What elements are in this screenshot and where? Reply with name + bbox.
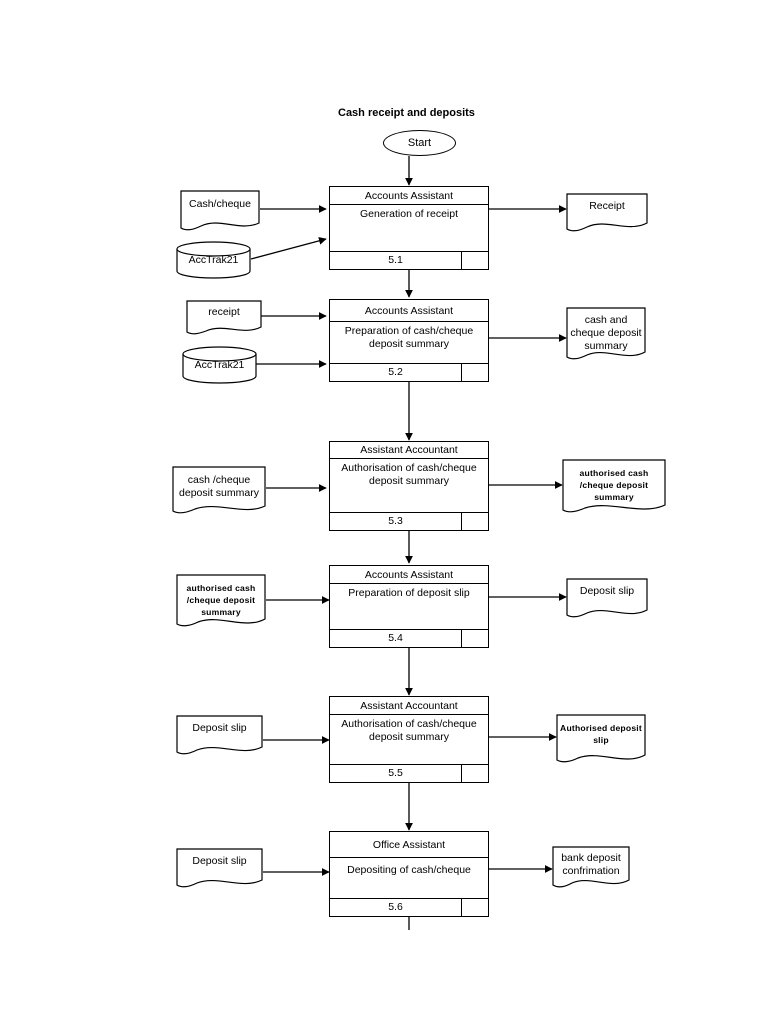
document-cash-cheque-summary-in[interactable]: cash /cheque deposit summary xyxy=(172,466,266,516)
process-5-3-id: 5.3 xyxy=(330,513,462,530)
diagram-title: Cash receipt and deposits xyxy=(338,107,475,119)
process-5-6-footer: 5.6 xyxy=(330,898,488,916)
datastore-acctrak21-2[interactable]: AccTrak21 xyxy=(182,346,257,384)
document-cash-cheque-label: Cash/cheque xyxy=(189,198,251,210)
document-deposit-slip-in-55-label: Deposit slip xyxy=(192,722,247,734)
datastore-acctrak21-1[interactable]: AccTrak21 xyxy=(176,241,251,279)
process-5-2-activity: Preparation of cash/cheque deposit summa… xyxy=(330,322,488,363)
process-5-1-footer: 5.1 xyxy=(330,251,488,269)
document-bank-deposit-confirmation-label: bank deposit confrimation xyxy=(552,852,630,878)
doc-line-1: Authorised deposit xyxy=(560,723,642,733)
document-receipt-out[interactable]: Receipt xyxy=(566,193,648,233)
document-authorised-summary-in-label: authorised cash /cheque deposit summary xyxy=(176,582,266,618)
process-5-1-activity-line: Generation of receipt xyxy=(359,208,459,220)
document-receipt-in[interactable]: receipt xyxy=(186,300,262,336)
document-authorised-summary-out-label: authorised cash /cheque deposit summary xyxy=(562,467,666,503)
process-5-2-footer: 5.2 xyxy=(330,363,488,381)
document-authorised-deposit-slip-out-label: Authorised deposit slip xyxy=(556,722,646,746)
process-5-6-activity: Depositing of cash/cheque xyxy=(330,858,488,898)
process-5-4-footer: 5.4 xyxy=(330,629,488,647)
doc-line-3: summary xyxy=(594,492,634,502)
process-5-2-id: 5.2 xyxy=(330,364,462,381)
process-5-6-flag-cell xyxy=(462,899,488,916)
process-5-3-activity: Authorisation of cash/cheque deposit sum… xyxy=(330,459,488,512)
process-5-3-activity-line1: Authorisation of cash/cheque xyxy=(341,462,477,474)
doc-line-1: cash /cheque xyxy=(187,474,251,486)
process-5-4-id: 5.4 xyxy=(330,630,462,647)
process-5-5-footer: 5.5 xyxy=(330,764,488,782)
process-5-3-role: Assistant Accountant xyxy=(330,442,488,459)
doc-line-2: slip xyxy=(593,735,609,745)
process-5-5-activity-line2: deposit summary xyxy=(369,731,449,743)
process-5-5-id: 5.5 xyxy=(330,765,462,782)
document-authorised-summary-in[interactable]: authorised cash /cheque deposit summary xyxy=(176,574,266,630)
document-deposit-slip-out-54-label: Deposit slip xyxy=(579,585,635,597)
process-5-5-role: Assistant Accountant xyxy=(330,697,488,715)
process-5-6-role: Office Assistant xyxy=(330,832,488,858)
doc-line-2: cheque deposit xyxy=(570,327,642,339)
datastore-acctrak21-2-label: AccTrak21 xyxy=(194,359,245,371)
doc-line-3: summary xyxy=(584,340,628,352)
process-5-2[interactable]: Accounts Assistant Preparation of cash/c… xyxy=(329,299,489,382)
document-cash-cheque[interactable]: Cash/cheque xyxy=(180,190,260,232)
document-authorised-summary-out[interactable]: authorised cash /cheque deposit summary xyxy=(562,459,666,516)
process-5-4-activity: Preparation of deposit slip xyxy=(330,584,488,629)
process-5-4-role: Accounts Assistant xyxy=(330,566,488,584)
process-5-6-activity-line: Depositing of cash/cheque xyxy=(347,864,471,876)
process-5-5-activity-line1: Authorisation of cash/cheque xyxy=(341,718,477,730)
process-5-5[interactable]: Assistant Accountant Authorisation of ca… xyxy=(329,696,489,783)
process-5-3-footer: 5.3 xyxy=(330,512,488,530)
process-5-3-flag-cell xyxy=(462,513,488,530)
doc-line-3: summary xyxy=(201,607,241,617)
document-bank-deposit-confirmation[interactable]: bank deposit confrimation xyxy=(552,846,630,890)
process-5-4[interactable]: Accounts Assistant Preparation of deposi… xyxy=(329,565,489,648)
doc-line-1: cash and xyxy=(584,314,628,326)
document-cash-cheque-summary-out-label: cash and cheque deposit summary xyxy=(566,314,646,353)
document-deposit-slip-in-56-label: Deposit slip xyxy=(192,855,247,867)
document-authorised-deposit-slip-out[interactable]: Authorised deposit slip xyxy=(556,714,646,766)
process-5-4-flag-cell xyxy=(462,630,488,647)
document-receipt-out-label: Receipt xyxy=(589,200,625,212)
start-terminator[interactable]: Start xyxy=(383,130,456,156)
process-5-2-flag-cell xyxy=(462,364,488,381)
doc-line-1: authorised cash xyxy=(186,583,256,593)
document-deposit-slip-in-56[interactable]: Deposit slip xyxy=(176,848,263,890)
document-cash-cheque-summary-out[interactable]: cash and cheque deposit summary xyxy=(566,307,646,362)
process-5-3-activity-line2: deposit summary xyxy=(369,475,449,487)
datastore-acctrak21-1-label: AccTrak21 xyxy=(188,254,239,266)
document-cash-cheque-summary-in-label: cash /cheque deposit summary xyxy=(172,474,266,500)
process-5-5-flag-cell xyxy=(462,765,488,782)
doc-line-2: /cheque deposit xyxy=(186,595,256,605)
process-5-1-flag-cell xyxy=(462,252,488,269)
doc-line-2: /cheque deposit xyxy=(579,480,649,490)
doc-line-1: bank deposit xyxy=(561,852,621,864)
process-5-1-activity: Generation of receipt xyxy=(330,205,488,251)
process-5-3[interactable]: Assistant Accountant Authorisation of ca… xyxy=(329,441,489,531)
process-5-1-id: 5.1 xyxy=(330,252,462,269)
process-5-5-activity: Authorisation of cash/cheque deposit sum… xyxy=(330,715,488,764)
document-deposit-slip-in-55[interactable]: Deposit slip xyxy=(176,715,263,757)
process-5-4-activity-line: Preparation of deposit slip xyxy=(348,587,470,599)
process-5-1[interactable]: Accounts Assistant Generation of receipt… xyxy=(329,186,489,270)
process-5-2-role: Accounts Assistant xyxy=(330,300,488,322)
connector-db-to-5-1 xyxy=(250,237,327,260)
document-receipt-in-label: receipt xyxy=(208,306,240,318)
process-5-6-id: 5.6 xyxy=(330,899,462,916)
doc-line-1: authorised cash xyxy=(579,468,649,478)
process-5-2-activity-line1: Preparation of cash/cheque xyxy=(344,325,474,337)
process-5-1-role: Accounts Assistant xyxy=(330,187,488,205)
process-5-6[interactable]: Office Assistant Depositing of cash/cheq… xyxy=(329,831,489,917)
process-5-2-activity-line2: deposit summary xyxy=(369,338,449,350)
document-deposit-slip-out-54[interactable]: Deposit slip xyxy=(566,578,648,620)
doc-line-2: confrimation xyxy=(562,865,620,877)
doc-line-2: deposit summary xyxy=(179,487,259,499)
start-label: Start xyxy=(407,137,432,149)
